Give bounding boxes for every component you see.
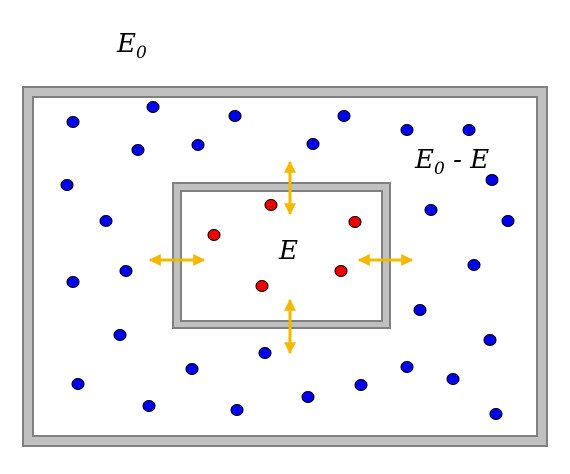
reservoir-particle [66, 276, 80, 288]
reservoir-particle [119, 265, 133, 277]
reservoir-particle [113, 329, 127, 341]
reservoir-particle [501, 215, 515, 227]
system-wall [172, 182, 391, 329]
reservoir-particle [191, 139, 205, 151]
system-particles [207, 199, 362, 292]
reservoir-particle [142, 400, 156, 412]
reservoir-particle [400, 361, 414, 373]
total-energy-label: E0 [116, 29, 147, 63]
reservoir-energy-label: E0 - E [414, 145, 489, 179]
reservoir-particle [146, 101, 160, 113]
system-energy-label: E [278, 236, 298, 266]
energy-exchange-arrows [148, 160, 414, 355]
reservoir-particle [258, 347, 272, 359]
system-particle [207, 229, 221, 241]
system-particle [334, 265, 348, 277]
reservoir-particle [99, 215, 113, 227]
reservoir-particle [467, 259, 481, 271]
reservoir-wall [22, 86, 548, 447]
reservoir-particle [337, 110, 351, 122]
reservoir-particle [306, 138, 320, 150]
reservoir-particle [400, 124, 414, 136]
reservoir-particle [60, 179, 74, 191]
system-particle [264, 199, 278, 211]
reservoir-particle [354, 379, 368, 391]
reservoir-particles [60, 101, 515, 420]
reservoir-particle [489, 408, 503, 420]
reservoir-particle [71, 378, 85, 390]
reservoir-particle [228, 110, 242, 122]
reservoir-particle [230, 404, 244, 416]
reservoir-particle [462, 124, 476, 136]
system-particle [255, 280, 269, 292]
reservoir-particle [301, 391, 315, 403]
reservoir-particle [483, 334, 497, 346]
system-particle [348, 216, 362, 228]
reservoir-particle [66, 116, 80, 128]
reservoir-particle [413, 304, 427, 316]
reservoir-particle [131, 144, 145, 156]
reservoir-particle [485, 174, 499, 186]
reservoir-particle [446, 373, 460, 385]
reservoir-particle [185, 363, 199, 375]
reservoir-particle [424, 204, 438, 216]
